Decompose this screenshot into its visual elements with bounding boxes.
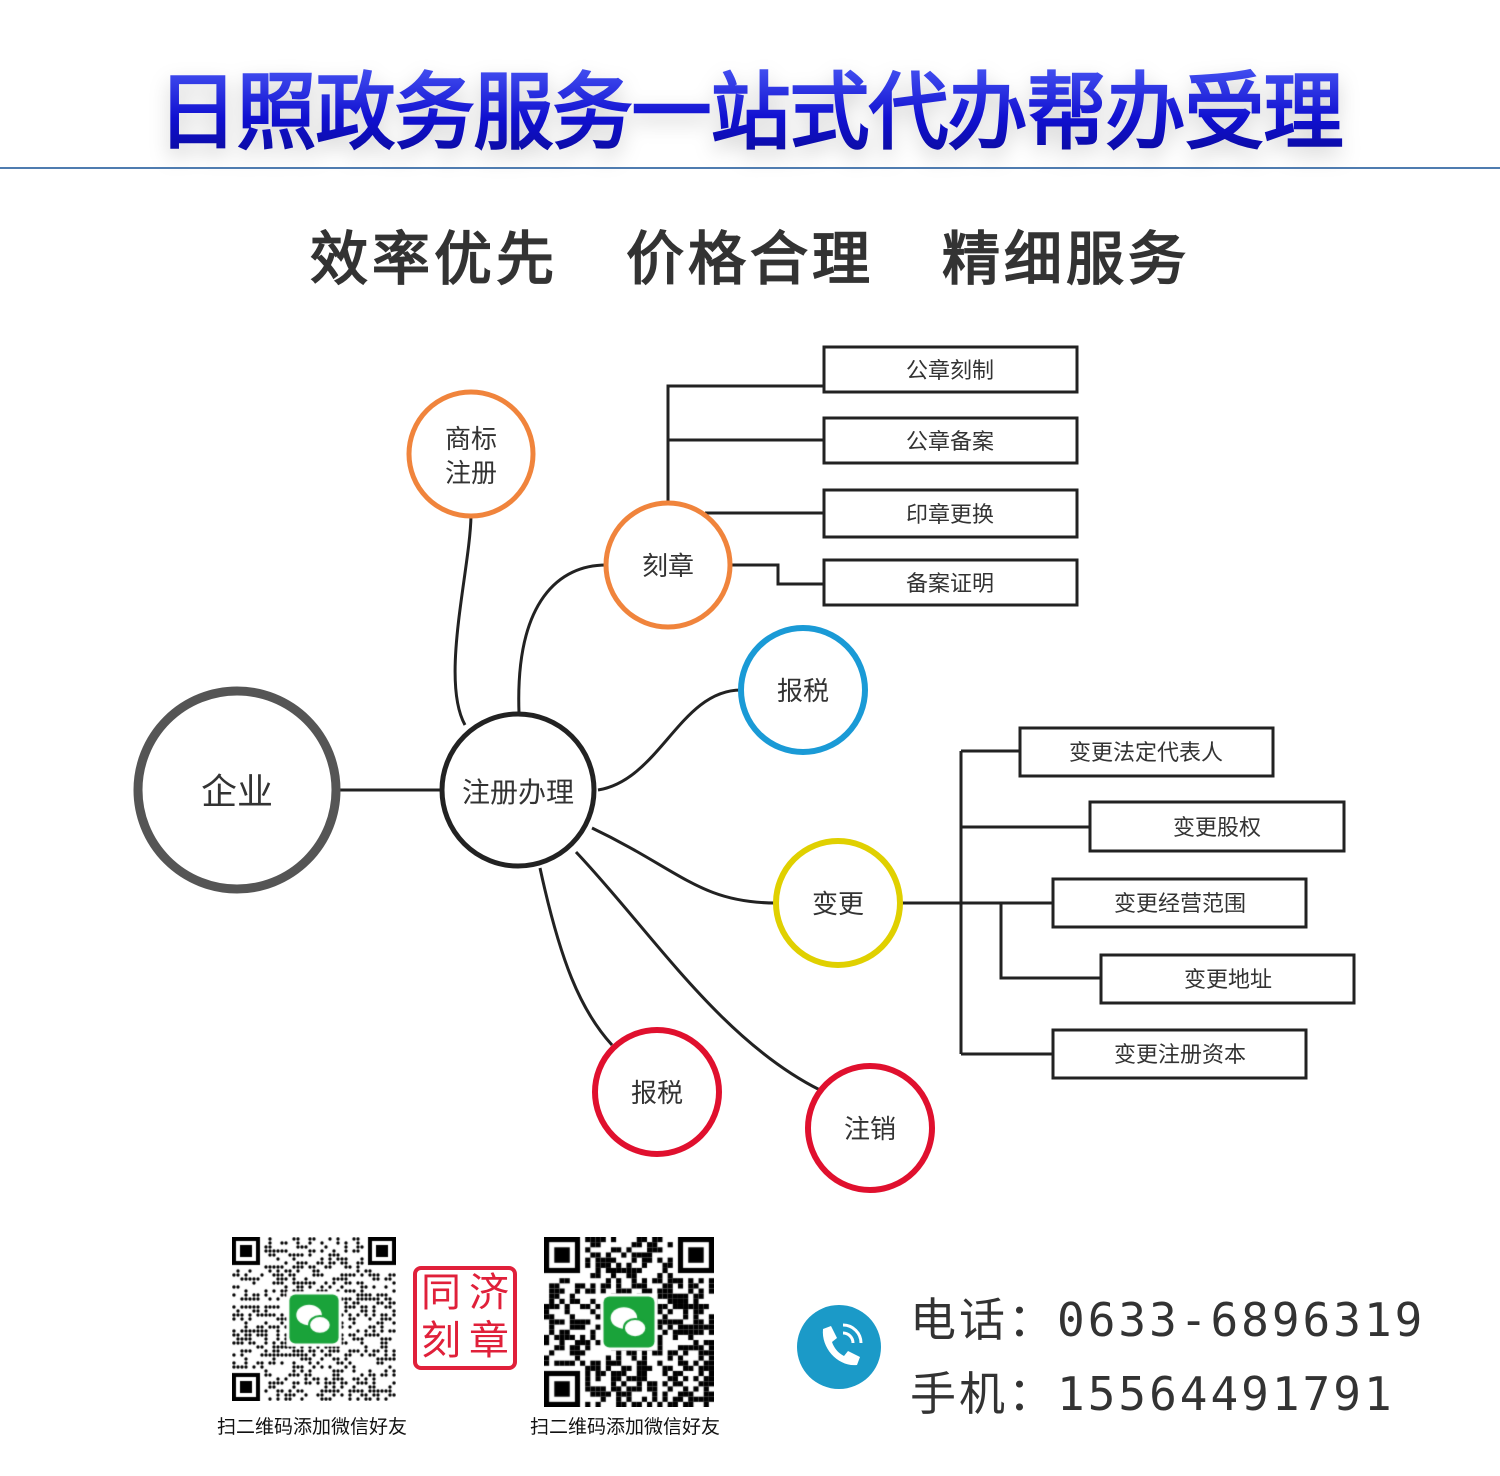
hub-node: 注册办理 (439, 711, 597, 869)
connector-change (591, 826, 777, 905)
qr-caption-1: 扫二维码添加微信好友 (216, 1416, 407, 1438)
connector-tax-red (538, 867, 614, 1047)
tax-blue-label: 报税 (777, 677, 829, 707)
wechat-qr-code-2 (544, 1237, 714, 1407)
connector-tax-blue (597, 688, 742, 792)
slogan-service: 精细服务 (942, 225, 1191, 293)
seal-item-label: 公章备案 (906, 430, 994, 455)
change-item-box (1018, 726, 1275, 778)
mobile-line: 手机：15564491791 (910, 1358, 1395, 1424)
connector-seal (517, 563, 607, 714)
connector-change-tree (900, 749, 1101, 1056)
change-item-box (1088, 800, 1346, 853)
header-divider (0, 167, 1500, 169)
seal-char: 济 (469, 1270, 509, 1316)
page-title: 日照政务服务一站式代办帮办受理 (0, 45, 1500, 167)
change-node: 变更 (773, 838, 903, 968)
connectors (337, 384, 1101, 1092)
tax-red-node: 报税 (592, 1027, 722, 1157)
change-item-label: 变更经营范围 (1114, 892, 1246, 917)
seal-item-box (822, 345, 1079, 394)
slogans: 效率优先 价格合理 精细服务 (0, 212, 1500, 296)
trademark-label-line2: 注册 (445, 459, 497, 489)
change-item-label: 变更地址 (1184, 968, 1272, 993)
seal-label: 刻章 (642, 552, 694, 582)
seal-item-box (822, 416, 1079, 465)
wechat-qr-code-1 (232, 1237, 396, 1401)
cancel-label: 注销 (844, 1115, 896, 1145)
change-label: 变更 (812, 890, 864, 920)
seal-item-label: 印章更换 (906, 503, 994, 528)
tax-red-label: 报税 (631, 1079, 683, 1109)
seal-item-box (822, 488, 1079, 539)
mobile-label: 手机： (910, 1367, 1057, 1421)
qr-caption-2: 扫二维码添加微信好友 (529, 1416, 720, 1438)
seal-logo: 同 济 刻 章 (413, 1266, 517, 1370)
seal-item-box (822, 558, 1079, 607)
seal-node: 刻章 (603, 500, 733, 630)
seal-item-label: 备案证明 (906, 572, 994, 597)
change-item-box (1099, 953, 1356, 1005)
phone-line: 电话：0633-6896319 (910, 1284, 1425, 1350)
seal-char: 章 (469, 1318, 509, 1364)
change-item-label: 变更注册资本 (1114, 1043, 1246, 1068)
slogan-efficiency: 效率优先 (309, 225, 558, 293)
hub-label: 注册办理 (462, 776, 574, 809)
trademark-node: 商标 注册 (406, 389, 536, 519)
cancel-node: 注销 (805, 1063, 935, 1193)
root-label: 企业 (201, 772, 273, 813)
slogan-price: 价格合理 (625, 225, 874, 293)
mobile-number: 15564491791 (1057, 1367, 1395, 1421)
seal-char: 刻 (421, 1318, 461, 1364)
phone-icon (797, 1305, 881, 1389)
seal-items (822, 345, 1356, 1080)
tax-blue-node: 报税 (738, 625, 868, 755)
seal-char: 同 (421, 1270, 461, 1316)
change-item-label: 变更法定代表人 (1069, 741, 1223, 766)
connector-trademark (453, 515, 473, 726)
connector-seal-tree (666, 384, 824, 586)
change-item-box (1051, 1028, 1308, 1080)
trademark-label-line1: 商标 (445, 425, 497, 455)
phone-label: 电话： (910, 1293, 1057, 1347)
change-item-box (1051, 877, 1308, 929)
phone-number: 0633-6896319 (1057, 1293, 1426, 1347)
change-item-label: 变更股权 (1173, 816, 1261, 841)
seal-item-label: 公章刻制 (906, 359, 994, 384)
root-node: 企业 (133, 686, 341, 894)
connector-cancel (574, 850, 821, 1092)
